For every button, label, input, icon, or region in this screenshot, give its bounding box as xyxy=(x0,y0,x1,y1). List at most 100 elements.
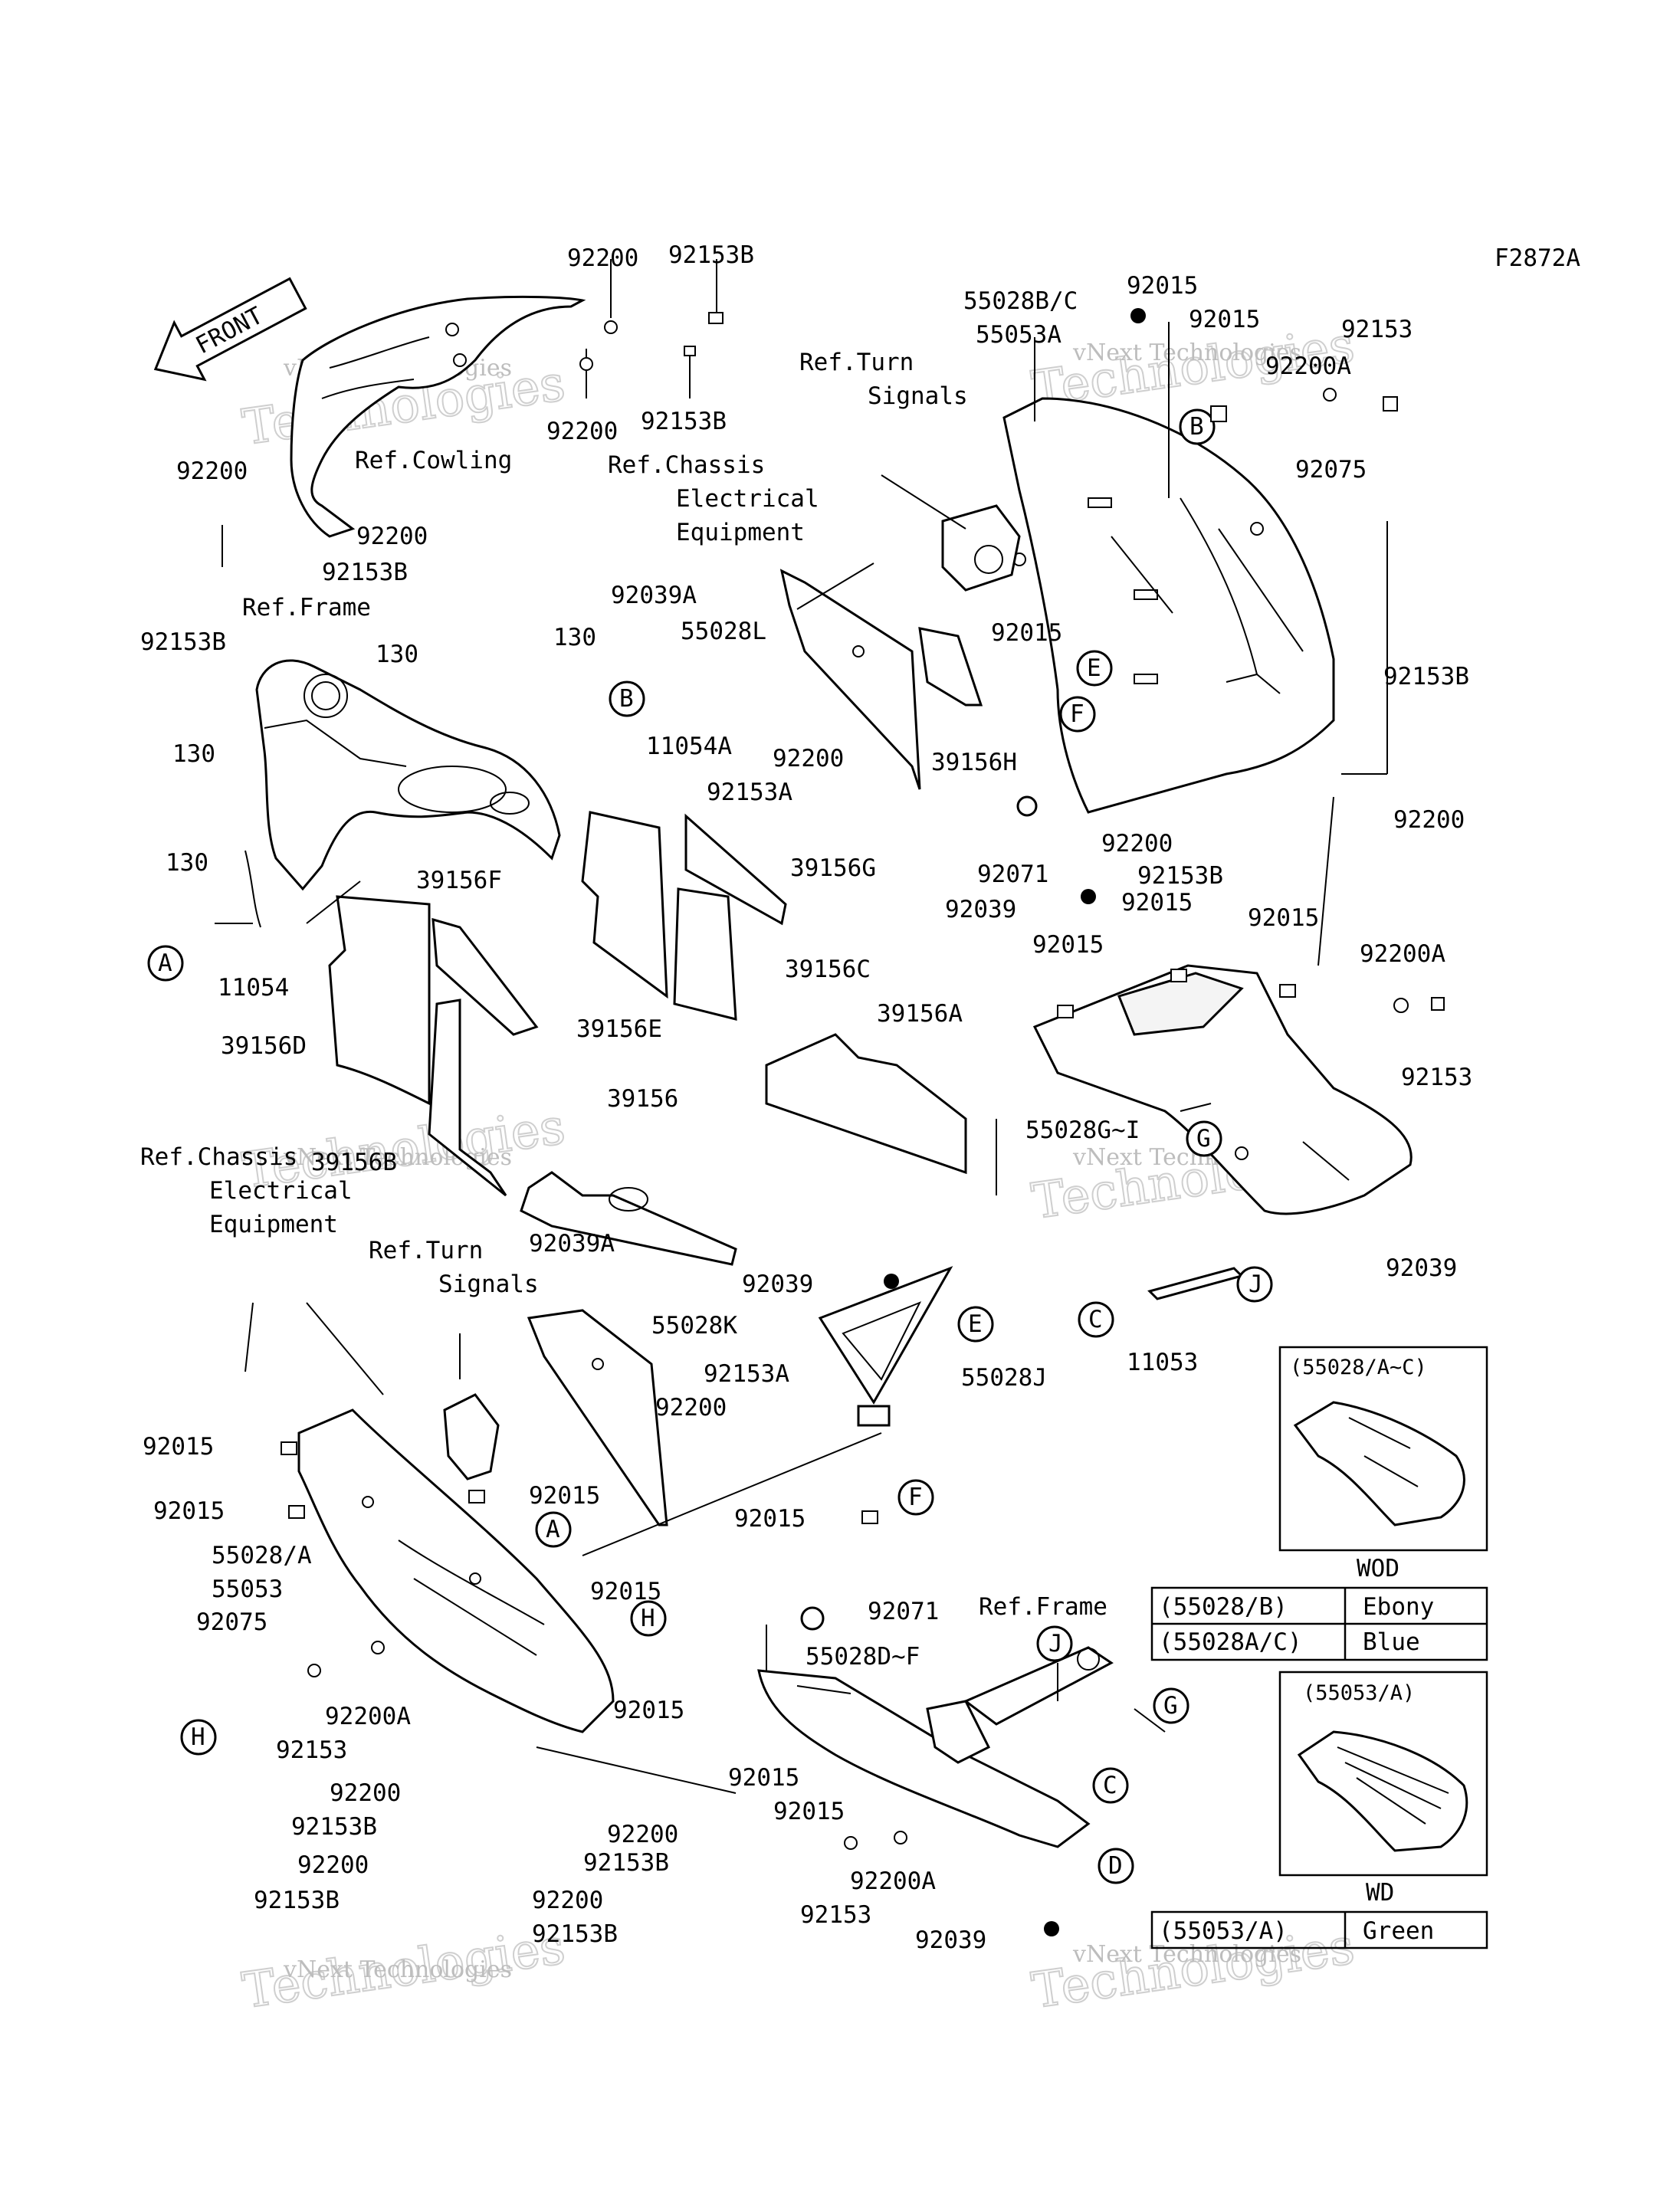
part-label: 130 xyxy=(172,740,215,768)
pad-39156g xyxy=(684,813,787,926)
part-label: 92200 xyxy=(532,1887,603,1914)
inset-wd-header: (55053/A) xyxy=(1303,1681,1415,1705)
watermark-small-5: vNext Technologies xyxy=(283,1956,512,1983)
ref-turn-bottom-2: Signals xyxy=(438,1271,539,1298)
part-label: 11053 xyxy=(1127,1349,1198,1376)
part-label: 92153 xyxy=(1341,316,1413,343)
part-label: 92200 xyxy=(1101,830,1173,857)
inset-wd-row-1-color: Green xyxy=(1363,1917,1434,1945)
part-label: 92015 xyxy=(613,1697,684,1724)
ref-chassis-bottom-2: Electrical xyxy=(209,1177,353,1205)
inset-wd-caption: WD xyxy=(1366,1879,1394,1907)
callout-a-2: A xyxy=(535,1511,572,1548)
callout-h-2: H xyxy=(180,1719,217,1756)
part-label: 92153A xyxy=(707,779,792,806)
part-label: 92071 xyxy=(977,861,1048,888)
part-label: 92200 xyxy=(297,1851,369,1879)
part-label: 92039 xyxy=(945,896,1016,923)
part-label: 92015 xyxy=(728,1764,799,1792)
hardware xyxy=(281,308,1445,1936)
part-label: 92071 xyxy=(868,1598,939,1625)
part-label: 92153 xyxy=(1401,1064,1472,1091)
part-label: 92015 xyxy=(529,1482,600,1510)
ref-chassis-bottom-3: Equipment xyxy=(209,1211,338,1238)
svg-text:D: D xyxy=(1108,1852,1123,1880)
part-label: 92015 xyxy=(773,1798,845,1825)
part-label: 92200A xyxy=(1265,353,1351,380)
part-label: 92075 xyxy=(1295,456,1367,484)
turn-signal-bottom xyxy=(443,1393,500,1481)
callout-c-1: C xyxy=(1078,1301,1114,1338)
part-label: 39156C xyxy=(785,956,871,983)
part-label: 39156E xyxy=(576,1015,662,1043)
ref-chassis-top-2: Electrical xyxy=(676,485,819,513)
part-label: 92015 xyxy=(153,1497,225,1525)
part-label: 92200 xyxy=(546,418,618,445)
part-label: 55028D~F xyxy=(806,1643,920,1671)
ref-chassis-top-3: Equipment xyxy=(676,519,805,546)
frame-ref-top xyxy=(244,659,561,928)
part-label: 92039 xyxy=(1386,1254,1457,1282)
part-label: 92153B xyxy=(140,628,226,656)
part-label: 130 xyxy=(376,641,418,668)
lower-right-fairing xyxy=(1032,964,1413,1215)
part-label: 92039 xyxy=(915,1926,986,1954)
svg-text:C: C xyxy=(1088,1306,1103,1333)
part-label: 92200A xyxy=(850,1867,936,1895)
inset-wod-row-2-color: Blue xyxy=(1363,1628,1420,1656)
part-label: 55053 xyxy=(212,1576,283,1603)
pad-39156f xyxy=(431,917,539,1036)
callout-b-1: B xyxy=(609,680,645,717)
part-label: 39156H xyxy=(931,749,1017,776)
callout-h-1: H xyxy=(630,1600,667,1637)
callout-d-1: D xyxy=(1098,1848,1134,1884)
svg-text:B: B xyxy=(619,685,634,713)
inset-wd: (55053/A) WD (55053/A) Green xyxy=(1150,1671,1488,1949)
callout-e-2: E xyxy=(957,1306,994,1343)
part-label: 92015 xyxy=(1248,904,1319,932)
ref-frame-bottom: Ref.Frame xyxy=(979,1593,1107,1621)
stay-11053 xyxy=(1147,1267,1244,1300)
part-label: 92015 xyxy=(590,1578,661,1605)
callout-a-1: A xyxy=(147,945,184,982)
part-label: 92153B xyxy=(291,1813,377,1841)
callout-g-2: G xyxy=(1153,1687,1189,1724)
part-label: 92200 xyxy=(176,457,248,485)
part-label: 92075 xyxy=(196,1608,267,1636)
svg-text:E: E xyxy=(968,1310,983,1338)
callout-e-1: E xyxy=(1076,650,1113,687)
ref-turn-bottom-1: Ref.Turn xyxy=(369,1237,483,1264)
part-label: 11054A xyxy=(646,733,732,760)
ref-turn-top-2: Signals xyxy=(868,382,968,410)
callout-f-1: F xyxy=(1059,696,1096,733)
part-label: 92015 xyxy=(734,1505,806,1533)
part-label: 39156B xyxy=(311,1149,397,1176)
part-label: 39156D xyxy=(221,1032,307,1060)
figure-code: F2872A xyxy=(1495,244,1580,272)
callout-f-2: F xyxy=(897,1479,934,1516)
callout-j-2: J xyxy=(1036,1625,1073,1662)
callout-g-1: G xyxy=(1186,1120,1222,1157)
turn-signal-top xyxy=(941,504,1021,592)
inset-wod-caption: WOD xyxy=(1357,1555,1399,1582)
pad-39156b xyxy=(428,998,507,1197)
part-label: 92200 xyxy=(1393,806,1465,834)
inset-wd-row-1-code: (55053/A) xyxy=(1159,1917,1288,1945)
ref-cowling: Ref.Cowling xyxy=(355,447,512,474)
part-label: 55053A xyxy=(976,321,1061,349)
inset-wod: (55028/A~C) WOD (55028/B) Ebony (55028A/… xyxy=(1150,1346,1488,1661)
part-label: 92153 xyxy=(800,1901,871,1929)
pad-39156a xyxy=(765,1033,967,1175)
part-label: 130 xyxy=(166,849,208,877)
inset-wod-row-1-color: Ebony xyxy=(1363,1593,1434,1621)
ref-chassis-top-1: Ref.Chassis xyxy=(608,451,765,479)
part-labels: 92200 92153B 92200 92153B 92200 92200 92… xyxy=(140,241,1472,1954)
svg-text:F: F xyxy=(1070,700,1084,728)
part-label: 92039A xyxy=(611,582,697,609)
watermark-small-6: vNext Technologies xyxy=(1072,1941,1301,1968)
part-label: 92153B xyxy=(254,1887,340,1914)
part-label: 92200 xyxy=(607,1821,678,1848)
part-label: 55028/A xyxy=(212,1542,312,1569)
inset-wod-header: (55028/A~C) xyxy=(1290,1356,1427,1379)
